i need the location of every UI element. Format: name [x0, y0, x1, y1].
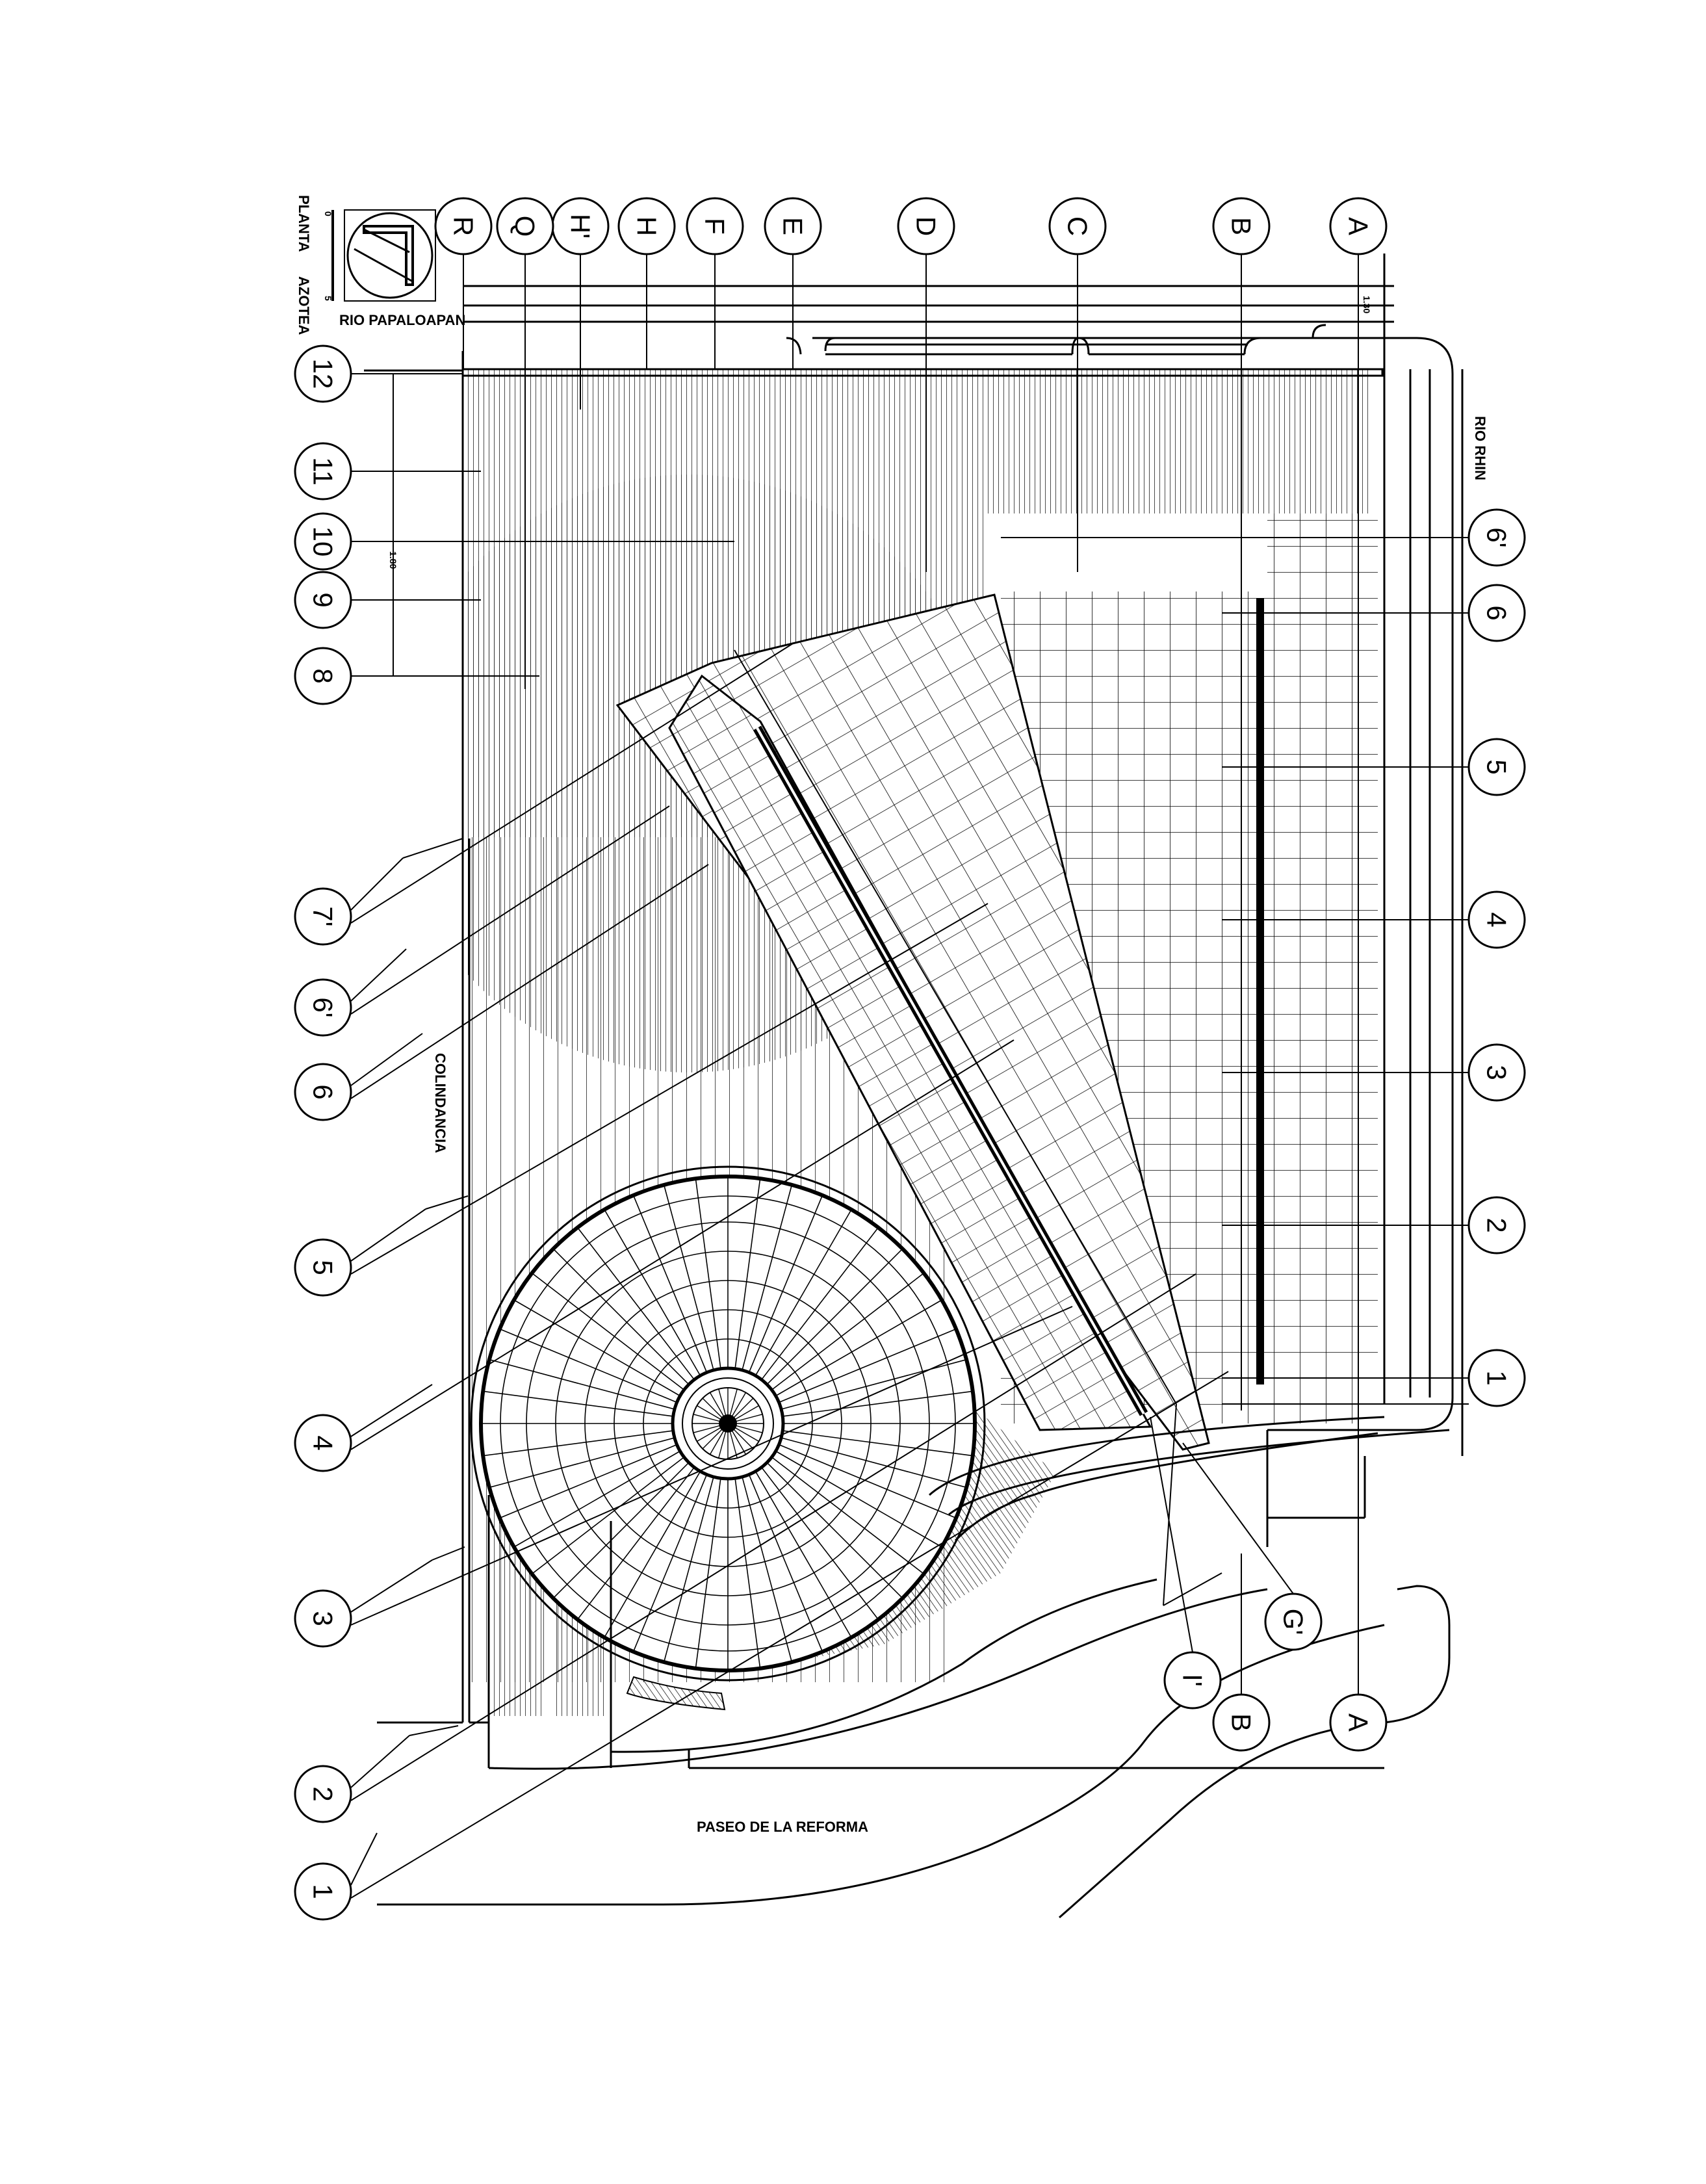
- grid-bubbles: ABCDEFHH'QR121110986'6543217'6'654321ABG…: [294, 197, 1526, 1921]
- grid-bubble-d: D: [897, 197, 955, 255]
- grid-bubble-c: C: [1048, 197, 1107, 255]
- grid-bubble-bottom-g-prime: G': [1264, 1592, 1323, 1651]
- grid-bubble-diagonal-4: 4: [294, 1414, 352, 1472]
- dome: [470, 1165, 986, 1682]
- grid-bubble-right-3: 3: [1467, 1043, 1526, 1102]
- grid-bubble-left-9: 9: [294, 571, 352, 629]
- grid-bubble-left-8: 8: [294, 647, 352, 705]
- svg-text:I': I': [1178, 1674, 1208, 1687]
- svg-text:R: R: [448, 216, 479, 236]
- grid-bubble-diagonal-1: 1: [294, 1862, 352, 1921]
- street-colindancia: COLINDANCIA: [432, 1053, 448, 1153]
- svg-text:Q: Q: [510, 216, 541, 237]
- grid-bubble-e: E: [764, 197, 822, 255]
- grid-bubble-f: F: [686, 197, 744, 255]
- svg-text:6': 6': [308, 997, 339, 1017]
- grid-bubble-bottom-a: A: [1329, 1693, 1388, 1752]
- svg-text:6: 6: [1482, 605, 1512, 620]
- grid-bubble-a: A: [1329, 197, 1388, 255]
- svg-text:E: E: [778, 217, 808, 235]
- dimension-top: 1.30: [1362, 296, 1372, 313]
- grid-bubble-bottom-i-prime: I': [1163, 1651, 1222, 1710]
- grid-bubble-diagonal-6: 6: [294, 1063, 352, 1121]
- grid-bubble-diagonal-6-prime: 6': [294, 978, 352, 1037]
- grid-bubble-r: R: [434, 197, 493, 255]
- street-rio-rhin: RIO RHIN: [1472, 416, 1488, 480]
- svg-text:9: 9: [308, 592, 339, 607]
- grid-bubble-diagonal-2: 2: [294, 1765, 352, 1823]
- svg-text:2: 2: [1482, 1217, 1512, 1232]
- grid-bubble-right-5: 5: [1467, 738, 1526, 796]
- grid-bubble-right-6-prime: 6': [1467, 508, 1526, 567]
- svg-text:6: 6: [308, 1084, 339, 1099]
- svg-text:1: 1: [1482, 1370, 1512, 1385]
- grid-bubble-bottom-b: B: [1212, 1693, 1271, 1752]
- grid-bubble-q: Q: [496, 197, 554, 255]
- svg-text:3: 3: [308, 1611, 339, 1626]
- grid-bubble-right-4: 4: [1467, 890, 1526, 949]
- svg-text:10: 10: [308, 526, 339, 557]
- svg-text:12: 12: [308, 359, 339, 389]
- svg-text:1: 1: [308, 1884, 339, 1899]
- svg-text:H: H: [632, 216, 662, 236]
- svg-text:5: 5: [308, 1260, 339, 1275]
- north-arrow: [344, 209, 436, 302]
- svg-text:G': G': [1278, 1609, 1309, 1635]
- svg-text:B: B: [1226, 1713, 1257, 1732]
- svg-text:4: 4: [1482, 912, 1512, 927]
- svg-text:F: F: [700, 218, 730, 235]
- svg-text:D: D: [911, 216, 942, 236]
- axis-lines: [350, 254, 1469, 1899]
- grid-bubble-b: B: [1212, 197, 1271, 255]
- svg-text:A: A: [1343, 1713, 1374, 1732]
- drawing-title-azotea: AZOTEA: [296, 276, 312, 335]
- svg-text:3: 3: [1482, 1065, 1512, 1080]
- street-rio-papaloapan: RIO PAPALOAPAN: [339, 312, 465, 328]
- street-paseo-de-la-reforma: PASEO DE LA REFORMA: [697, 1819, 868, 1835]
- grid-bubble-left-12: 12: [294, 344, 352, 403]
- svg-text:11: 11: [308, 457, 339, 486]
- grid-bubble-right-1: 1: [1467, 1349, 1526, 1407]
- svg-text:4: 4: [308, 1435, 339, 1450]
- svg-text:6': 6': [1482, 527, 1512, 547]
- scale-bar: 0 5: [323, 210, 334, 301]
- svg-text:H': H': [565, 214, 596, 239]
- svg-text:8: 8: [308, 668, 339, 683]
- grid-bubble-left-11: 11: [294, 442, 352, 500]
- scale-start: 0: [323, 211, 333, 216]
- drawing-title-planta: PLANTA: [296, 195, 312, 252]
- svg-text:C: C: [1063, 216, 1093, 236]
- grid-bubble-diagonal-5: 5: [294, 1238, 352, 1297]
- grid-bubble-diagonal-3: 3: [294, 1589, 352, 1648]
- grid-bubble-left-10: 10: [294, 512, 352, 571]
- grid-bubble-h-prime: H': [551, 197, 610, 255]
- site-outlines: [364, 254, 1464, 1919]
- svg-text:B: B: [1226, 217, 1257, 235]
- svg-text:5: 5: [1482, 759, 1512, 774]
- scale-end: 5: [323, 296, 333, 301]
- grid-bubble-right-6: 6: [1467, 584, 1526, 642]
- svg-text:2: 2: [308, 1786, 339, 1801]
- grid-bubble-right-2: 2: [1467, 1196, 1526, 1254]
- grid-bubble-h: H: [617, 197, 676, 255]
- dimension-left: 1.80: [388, 551, 398, 569]
- grid-bubble-diagonal-7-prime: 7': [294, 887, 352, 946]
- svg-text:7': 7': [308, 906, 339, 926]
- svg-text:A: A: [1343, 217, 1374, 235]
